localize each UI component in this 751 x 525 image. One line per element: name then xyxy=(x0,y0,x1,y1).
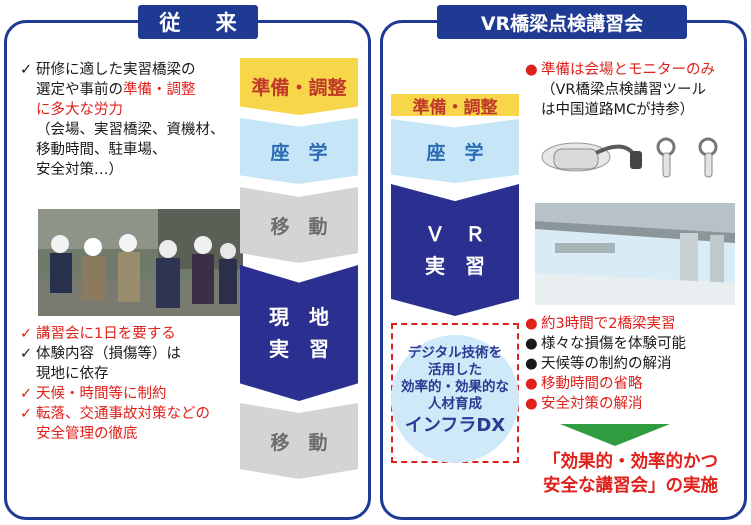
text-line: は中国道路MCが持参） xyxy=(525,100,715,120)
text-segment: 天候・時間等に制約 xyxy=(36,386,167,402)
text-line: 安全管理の徹底 xyxy=(20,424,210,444)
vr-benefits-top: ●準備は会場とモニターのみ （VR橋梁点検講習ツールは中国道路MCが持参） xyxy=(525,60,715,120)
text-segment: 体験内容（損傷等）は xyxy=(36,346,181,362)
vr-headset-image xyxy=(536,133,736,183)
vr-title: VR橋梁点検講習会 xyxy=(437,5,687,39)
text-line: ●移動時間の省略 xyxy=(525,374,686,394)
field-training-photo xyxy=(38,209,243,316)
text-segment: 準備は会場とモニターのみ xyxy=(541,62,715,78)
conventional-issues-top: ✓研修に適した実習橋梁の選定や事前の準備・調整に多大な労力（会場、実習橋梁、資機… xyxy=(20,60,225,180)
text-line: 選定や事前の準備・調整 xyxy=(20,80,225,100)
text-segment: 移動時間、駐車場、 xyxy=(36,142,167,158)
step-prep: 準備・調整 xyxy=(240,58,358,115)
text-segment: （VR橋梁点検講習ツール xyxy=(541,82,706,98)
text-line: に多大な労力 xyxy=(20,100,225,120)
text-segment: 約3時間で2橋梁実習 xyxy=(541,316,676,332)
text-segment: 研修に適した実習橋梁の xyxy=(36,62,196,78)
dx-circle xyxy=(391,335,519,463)
check-icon: ✓ xyxy=(20,326,33,342)
text-line: ✓研修に適した実習橋梁の xyxy=(20,60,225,80)
vr-step-lecture: 座 学 xyxy=(391,119,519,183)
bullet-icon: ● xyxy=(525,376,538,392)
text-segment: 安全対策の解消 xyxy=(541,396,643,412)
text-line: ✓体験内容（損傷等）は xyxy=(20,344,210,364)
step-lecture: 座 学 xyxy=(240,118,358,184)
text-segment: 様々な損傷を体験可能 xyxy=(541,336,686,352)
dx-text: デジタル技術を 活用した 効率的・効果的な 人材育成 インフラDX xyxy=(401,345,509,436)
text-line: 安全対策…） xyxy=(20,160,225,180)
step-move-2: 移 動 xyxy=(240,403,358,479)
text-segment: 転落、交通事故対策などの xyxy=(36,406,210,422)
text-segment: 準備・調整 xyxy=(123,82,196,98)
vr-benefits-bottom: ●約3時間で2橋梁実習●様々な損傷を体験可能●天候等の制約の解消●移動時間の省略… xyxy=(525,314,686,414)
check-icon: ✓ xyxy=(20,406,33,422)
text-segment: 選定や事前の xyxy=(36,82,123,98)
step-field-practice: 現 地 実 習 xyxy=(240,265,358,401)
text-line: ✓講習会に1日を要する xyxy=(20,324,210,344)
bullet-icon: ● xyxy=(525,336,538,352)
text-line: （会場、実習橋梁、資機材、 xyxy=(20,120,225,140)
text-segment: 天候等の制約の解消 xyxy=(541,356,672,372)
check-icon: ✓ xyxy=(20,386,33,402)
text-segment: 講習会に1日を要する xyxy=(36,326,176,342)
check-icon: ✓ xyxy=(20,346,33,362)
text-line: （VR橋梁点検講習ツール xyxy=(525,80,715,100)
conventional-issues-bottom: ✓講習会に1日を要する✓体験内容（損傷等）は現地に依存✓天候・時間等に制約✓転落… xyxy=(20,324,210,444)
text-line: 現地に依存 xyxy=(20,364,210,384)
text-segment: 現地に依存 xyxy=(36,366,109,382)
text-segment: は中国道路MCが持参） xyxy=(541,102,695,118)
text-line: ●準備は会場とモニターのみ xyxy=(525,60,715,80)
text-line: ●様々な損傷を体験可能 xyxy=(525,334,686,354)
text-segment: 安全管理の徹底 xyxy=(36,426,138,442)
text-line: ✓転落、交通事故対策などの xyxy=(20,404,210,424)
conventional-title: 従 来 xyxy=(138,5,258,39)
check-icon: ✓ xyxy=(20,62,33,78)
vr-step-prep: 準備・調整 xyxy=(391,94,519,118)
bullet-icon: ● xyxy=(525,316,538,332)
text-line: ✓天候・時間等に制約 xyxy=(20,384,210,404)
text-line: ●天候等の制約の解消 xyxy=(525,354,686,374)
vr-bridge-image xyxy=(535,203,735,305)
text-segment: 安全対策…） xyxy=(36,162,123,178)
text-segment: 移動時間の省略 xyxy=(541,376,643,392)
text-segment: に多大な労力 xyxy=(36,102,123,118)
text-segment: （会場、実習橋梁、資機材、 xyxy=(36,122,225,138)
bullet-icon: ● xyxy=(525,356,538,372)
bullet-icon: ● xyxy=(525,62,538,78)
result-text: 「効果的・効率的かつ 安全な講習会」の実施 xyxy=(543,452,718,496)
text-line: ●約3時間で2橋梁実習 xyxy=(525,314,686,334)
text-line: ●安全対策の解消 xyxy=(525,394,686,414)
step-move-1: 移 動 xyxy=(240,187,358,263)
vr-step-practice: Ｖ Ｒ 実 習 xyxy=(391,184,519,316)
bullet-icon: ● xyxy=(525,396,538,412)
text-line: 移動時間、駐車場、 xyxy=(20,140,225,160)
